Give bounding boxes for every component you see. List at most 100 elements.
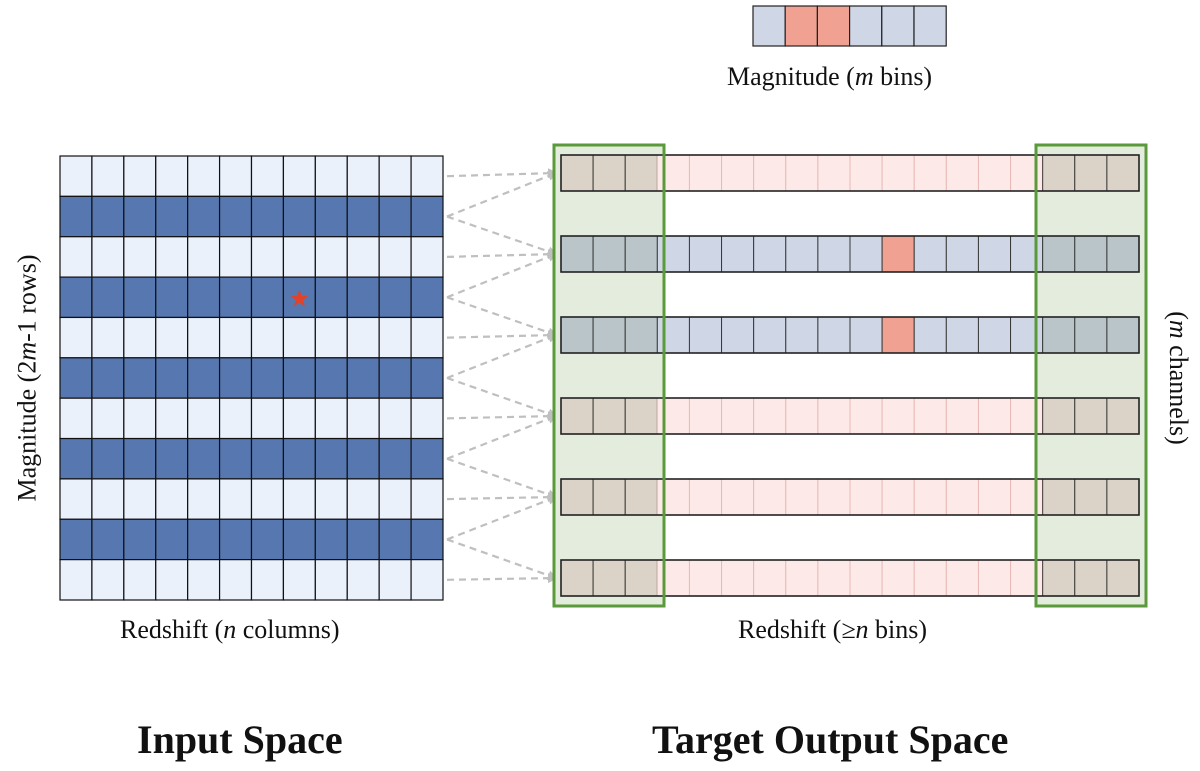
output-bin-cell bbox=[1010, 559, 1044, 597]
output-bin-cell bbox=[721, 235, 755, 273]
output-bin-cell bbox=[945, 235, 979, 273]
input-cell bbox=[155, 276, 189, 319]
input-cell bbox=[250, 518, 285, 561]
input-cell bbox=[250, 437, 285, 480]
input-cell bbox=[123, 518, 157, 561]
output-bin-cell bbox=[656, 154, 690, 192]
input-cell bbox=[378, 357, 412, 399]
output-bin-cell bbox=[945, 316, 979, 354]
mapping-arrow bbox=[446, 376, 558, 419]
input-cell bbox=[410, 518, 444, 561]
input-cell bbox=[91, 559, 125, 601]
input-cell bbox=[378, 397, 412, 440]
input-cell bbox=[378, 195, 412, 238]
input-cell bbox=[250, 155, 285, 197]
output-bin-cell bbox=[913, 154, 947, 192]
input-cell bbox=[155, 478, 189, 520]
output-bin-cell bbox=[592, 397, 626, 435]
output-bin-cell bbox=[817, 559, 851, 597]
output-bin-cell bbox=[688, 154, 723, 192]
input-cell bbox=[91, 357, 125, 399]
star-marker: ★ bbox=[289, 284, 311, 312]
mapping-arrow bbox=[446, 330, 558, 341]
input-cell bbox=[59, 276, 93, 319]
input-cell bbox=[155, 316, 189, 359]
output-bin-cell bbox=[913, 316, 947, 354]
input-cell bbox=[59, 155, 93, 197]
input-cell bbox=[346, 518, 380, 561]
input-cell bbox=[282, 357, 316, 399]
input-cell bbox=[218, 478, 253, 520]
input-cell bbox=[123, 478, 157, 520]
mapping-arrow bbox=[446, 538, 558, 581]
input-cell bbox=[218, 437, 253, 480]
output-bin-cell bbox=[1106, 316, 1140, 354]
input-cell bbox=[218, 276, 253, 319]
input-cell bbox=[250, 357, 285, 399]
output-bin-cell bbox=[592, 154, 626, 192]
output-bin-cell bbox=[753, 397, 787, 435]
output-bin-cell bbox=[1042, 559, 1076, 597]
output-bin-cell bbox=[849, 559, 883, 597]
output-bin-cell bbox=[624, 478, 658, 516]
input-cell bbox=[250, 397, 285, 440]
output-space-title: Target Output Space bbox=[652, 717, 1009, 762]
mapping-arrow bbox=[446, 252, 558, 299]
input-cell bbox=[410, 276, 444, 319]
output-bin-cell bbox=[1074, 316, 1108, 354]
output-bin-cell bbox=[560, 559, 594, 597]
input-cell bbox=[187, 559, 221, 601]
input-cell bbox=[123, 397, 157, 440]
input-cell bbox=[378, 478, 412, 520]
output-bin-cell bbox=[753, 316, 787, 354]
output-bin-cell bbox=[1042, 235, 1076, 273]
input-cell bbox=[123, 155, 157, 197]
output-bin-cell bbox=[881, 235, 915, 273]
input-cell bbox=[59, 518, 93, 561]
input-cell bbox=[282, 155, 316, 197]
output-bin-cell bbox=[977, 478, 1012, 516]
legend-bin-cell bbox=[881, 5, 915, 47]
input-cell bbox=[155, 357, 189, 399]
input-cell bbox=[91, 276, 125, 319]
legend-bin-cell bbox=[848, 5, 883, 47]
input-cell bbox=[314, 276, 348, 319]
input-cell bbox=[155, 195, 189, 238]
input-cell bbox=[346, 316, 380, 359]
padding-borders bbox=[552, 143, 1148, 608]
output-bin-cell bbox=[624, 559, 658, 597]
output-bin-cell bbox=[849, 235, 883, 273]
output-bin-cell bbox=[945, 154, 979, 192]
output-bin-cell bbox=[913, 478, 947, 516]
output-bin-cell bbox=[560, 235, 594, 273]
input-cell bbox=[282, 437, 316, 480]
output-bin-cell bbox=[881, 559, 915, 597]
input-cell bbox=[187, 155, 221, 197]
input-cell bbox=[410, 357, 444, 399]
output-bin-cell bbox=[977, 316, 1012, 354]
input-cell bbox=[155, 437, 189, 480]
input-cell bbox=[282, 276, 316, 319]
output-bin-cell bbox=[560, 397, 594, 435]
input-cell bbox=[187, 478, 221, 520]
input-cell bbox=[187, 357, 221, 399]
output-bin-cell bbox=[785, 559, 819, 597]
input-cell bbox=[346, 478, 380, 520]
output-bin-cell bbox=[817, 316, 851, 354]
input-cell bbox=[250, 478, 285, 520]
input-cell bbox=[218, 155, 253, 197]
output-bin-cell bbox=[1106, 478, 1140, 516]
input-cell bbox=[218, 397, 253, 440]
legend-caption: Magnitude (m bins) bbox=[727, 62, 933, 91]
output-bin-cell bbox=[688, 397, 723, 435]
input-cell bbox=[155, 518, 189, 561]
output-bin-cell bbox=[817, 235, 851, 273]
input-cell bbox=[123, 236, 157, 278]
output-bin-cell bbox=[560, 154, 594, 192]
output-bin-cell bbox=[785, 316, 819, 354]
legend-bin-cell bbox=[913, 5, 947, 47]
legend-bin-cell bbox=[816, 5, 851, 47]
input-cell bbox=[314, 518, 348, 561]
output-space-channels bbox=[560, 154, 1140, 597]
mapping-arrow bbox=[446, 249, 558, 260]
